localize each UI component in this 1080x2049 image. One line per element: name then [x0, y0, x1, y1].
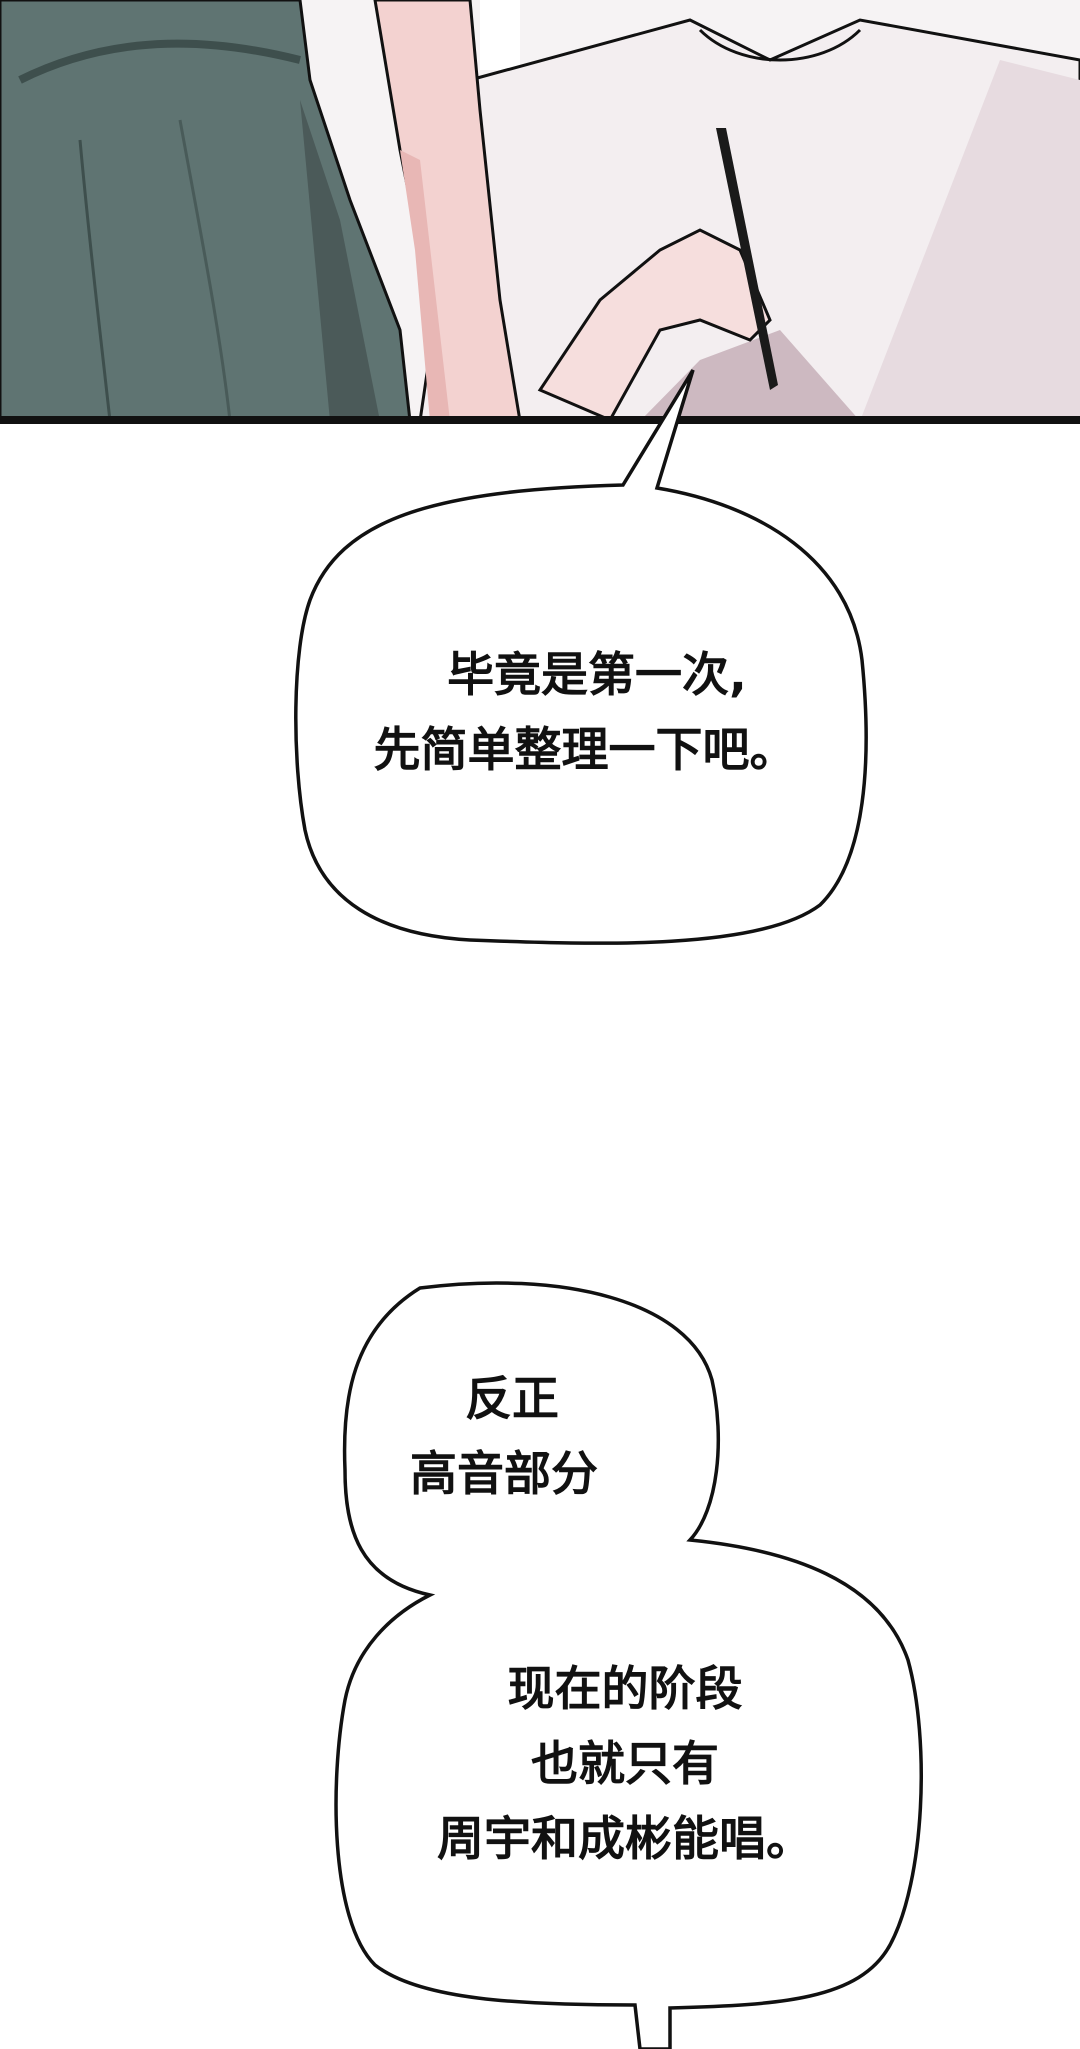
speech-bubble-2-bottom-text: 现在的阶段 也就只有 周宇和成彬能唱。	[400, 1652, 850, 1877]
bubble-2-line-3: 现在的阶段	[507, 1662, 743, 1717]
panel-border	[0, 416, 1080, 424]
comic-panel-illustration	[0, 0, 1080, 421]
bubble-2-line-5: 周宇和成彬能唱。	[437, 1812, 813, 1867]
speech-bubble-2	[334, 1281, 923, 2049]
bubble-1-line-1: 毕竟是第一次,	[447, 648, 747, 703]
speech-bubble-1-text: 毕竟是第一次, 先简单整理一下吧。	[350, 638, 820, 788]
speech-bubble-2-top-text: 反正 高音部分	[410, 1362, 650, 1512]
bubble-2-line-2: 高音部分	[410, 1447, 598, 1502]
illustration-art	[0, 0, 1080, 421]
speech-bubble-1	[294, 369, 868, 945]
bubble-2-line-1: 反正	[465, 1372, 559, 1427]
bubble-2-line-4: 也就只有	[531, 1737, 719, 1792]
bubble-1-line-2: 先简单整理一下吧。	[373, 723, 797, 778]
